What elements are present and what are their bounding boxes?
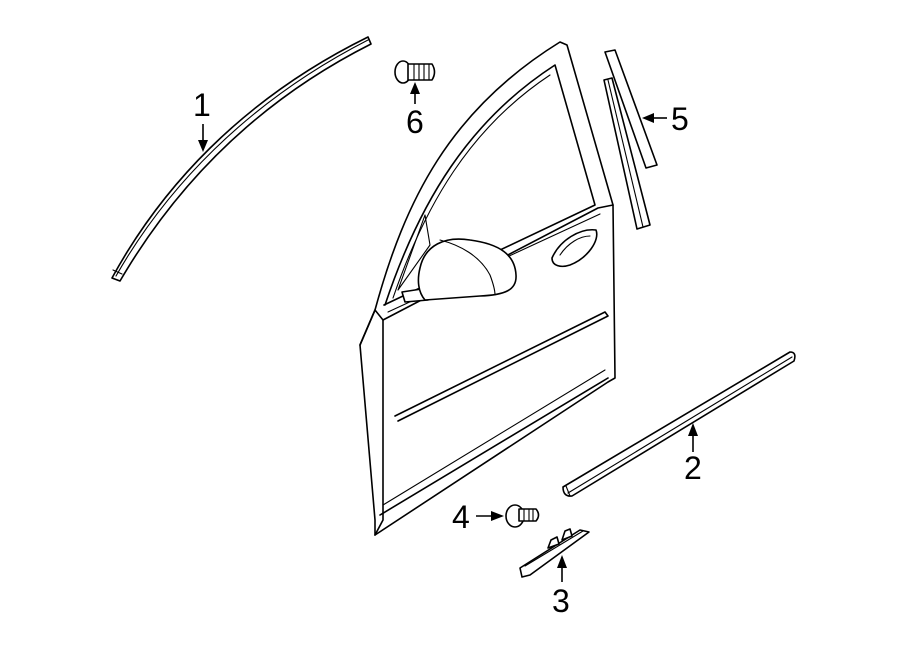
callout-2: 2 [684, 450, 702, 486]
part-5-frame-molding [603, 49, 658, 230]
callout-4: 4 [452, 499, 470, 535]
callout-3: 3 [552, 583, 570, 619]
part-6-clip [394, 60, 436, 84]
callout-6: 6 [406, 104, 424, 140]
side-mirror [401, 238, 517, 303]
part-4-clip [505, 504, 540, 528]
part-1-roof-molding [111, 36, 372, 282]
callout-1: 1 [193, 87, 211, 123]
part-2-side-molding [562, 351, 796, 497]
callout-5: 5 [671, 101, 689, 137]
callout-arrows [198, 82, 698, 582]
part-3-bracket [519, 528, 590, 578]
